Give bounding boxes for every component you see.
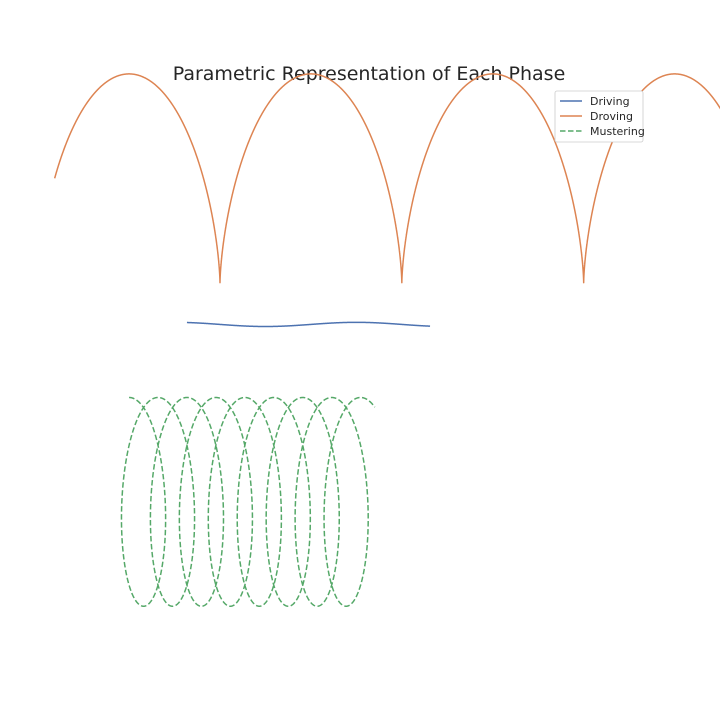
series-line-droving [53, 73, 720, 284]
legend: Driving Droving Mustering [554, 90, 645, 143]
legend-label-mustering: Mustering [590, 125, 645, 138]
chart-title: Parametric Representation of Each Phase [173, 63, 566, 85]
series-line-mustering [120, 396, 376, 607]
legend-frame [554, 90, 644, 143]
plot-area [53, 73, 720, 607]
legend-label-driving: Driving [590, 95, 630, 108]
series-line-driving [186, 321, 431, 328]
legend-label-droving: Droving [590, 110, 633, 123]
